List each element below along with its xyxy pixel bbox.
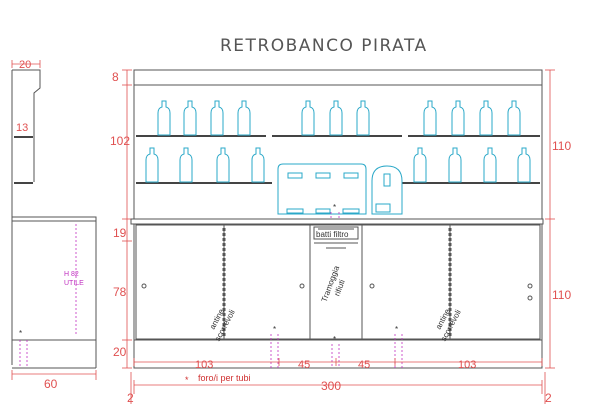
bottle-7 [423,100,437,136]
dim-edge-left: 2 [127,391,134,405]
coffee-machine [277,163,367,215]
bottle-8 [451,100,465,136]
bottle-14 [251,147,265,183]
pipe-hole-marker-center: * [333,335,336,344]
dim-bottom-left: 103 [195,359,213,371]
side-height-sub-label: UTILE [64,280,84,287]
bottle-17 [483,147,497,183]
bottle-2 [210,100,224,136]
dim-edge-right: 2 [545,391,552,405]
bottle-6 [356,100,370,136]
dim-top-band: 8 [112,70,119,84]
front-view: 8 102 19 78 20 110 110 [110,69,571,405]
dim-right-lower: 110 [552,288,571,302]
dim-overall-width: 300 [321,379,341,393]
dim-bottom-right: 103 [458,359,476,371]
dim-right-upper: 110 [552,139,571,153]
bottles-group [145,100,531,183]
legend-symbol: * [185,375,189,385]
side-depth-label: 60 [44,377,58,391]
dim-bottom-center-left: 45 [298,359,310,371]
bottle-13 [216,147,230,183]
pipe-hole-marker-left: * [273,325,276,334]
bottle-9 [479,100,493,136]
pipe-hole-marker-counter: * [333,203,336,212]
waste-bin-label: Tramoggia rifiuti [320,264,347,303]
coffee-grinder [371,165,403,215]
right-doors-label: antine scorrevoli [434,307,463,343]
dim-drawer-band: 19 [113,226,127,240]
side-shelf-gap-label: 13 [16,122,28,134]
pipe-hole-marker-right: * [395,325,398,334]
side-pipe-hole-marker: * [19,329,22,338]
side-top-width-label: 20 [19,59,31,71]
bottle-4 [301,100,315,136]
side-view: 20 13 H 82 UTILE * 60 [11,59,97,391]
bottle-12 [179,147,193,183]
dim-plinth: 20 [113,345,127,359]
left-doors-label: antine scorrevoli [208,307,237,343]
filter-label: batti filtro [316,230,349,239]
bottle-10 [507,100,521,136]
bottle-1 [183,100,197,136]
side-height-label: H 82 [64,271,79,278]
bottle-0 [157,100,171,136]
bottle-11 [145,147,159,183]
dim-bottom-center-right: 45 [358,359,370,371]
bottle-16 [448,147,462,183]
bottle-15 [413,147,427,183]
dim-lower-cabinet: 78 [113,285,127,299]
bottle-5 [329,100,343,136]
bottle-18 [517,147,531,183]
legend-text: foro/i per tubi [198,373,251,383]
dim-upper-cabinet: 102 [110,134,130,148]
drawing-title: RETROBANCO PIRATA [220,36,428,56]
bottle-3 [237,100,251,136]
